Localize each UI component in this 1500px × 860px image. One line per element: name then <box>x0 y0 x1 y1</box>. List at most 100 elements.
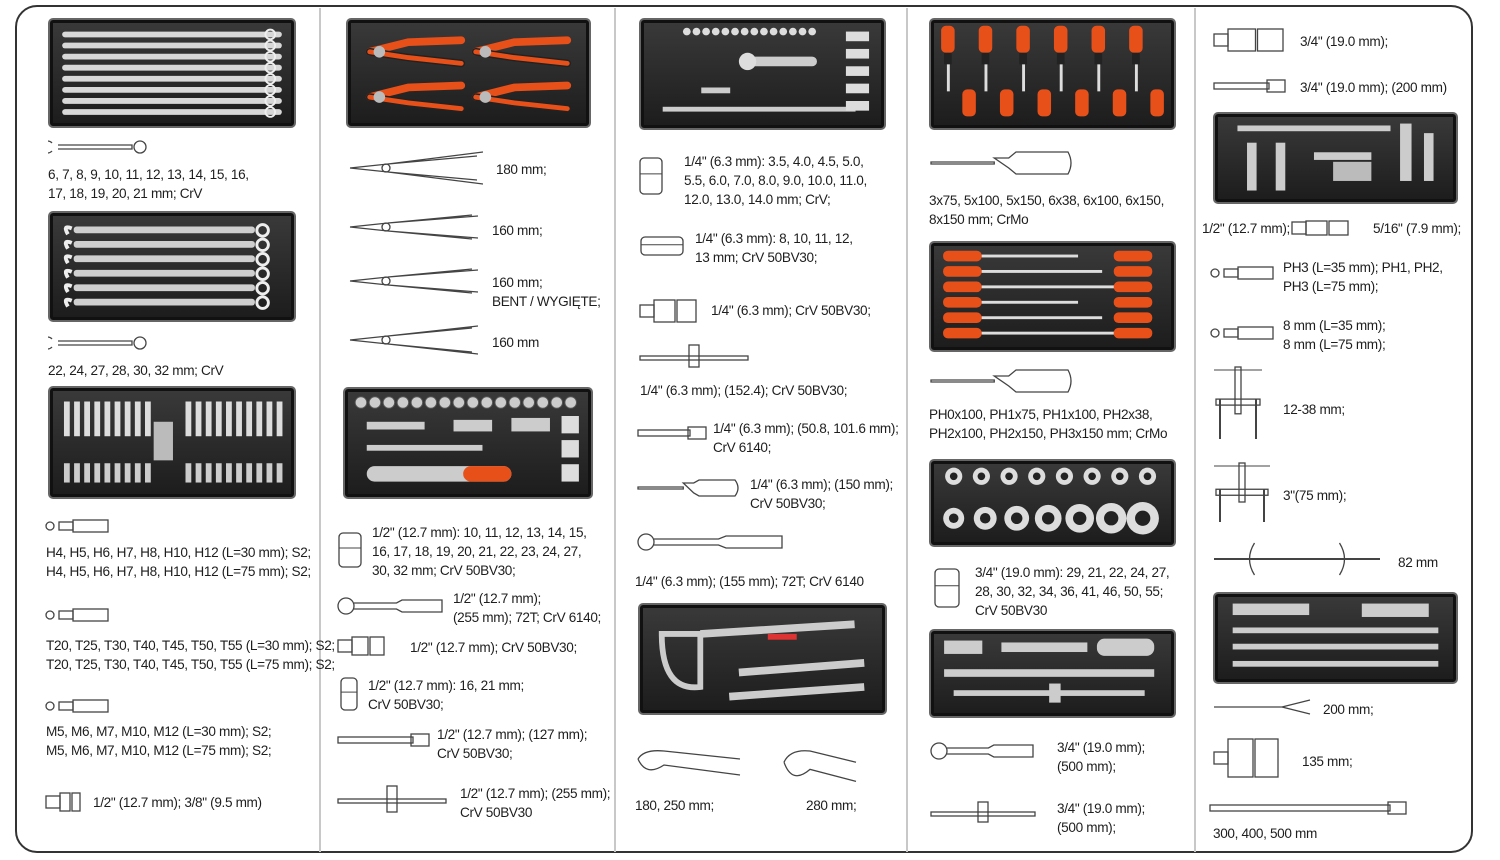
spec-line: 1/2" (12.7 mm); <box>1202 221 1290 236</box>
spec-line: PH0x100, PH1x75, PH1x100, PH2x38, <box>929 407 1153 422</box>
spec-text-c5-fork: 200 mm; <box>1323 700 1374 719</box>
spline-bit-icon <box>45 697 110 715</box>
spec-line: 3/4" (19.0 mm): 29, 21, 22, 24, 27, <box>975 565 1170 580</box>
spec-text-c5-puller-b: 3"(75 mm); <box>1283 486 1347 505</box>
spec-text-c3-sockets: 1/4" (6.3 mm): 3.5, 4.0, 4.5, 5.0,5.5, 6… <box>684 152 867 209</box>
spec-line: 1/4" (6.3 mm); CrV 50BV30; <box>711 303 871 318</box>
locking-pliers-tray <box>638 603 887 715</box>
three-quarter-socket-tray <box>929 459 1176 547</box>
spec-line: PH2x100, PH2x150, PH3x150 mm; CrMo <box>929 426 1168 441</box>
t-bar-icon <box>638 343 750 369</box>
bit-holder-icon <box>1290 218 1352 238</box>
spec-text-c3-tbar: 1/4" (6.3 mm); (152.4); CrV 50BV30; <box>640 381 848 400</box>
spec-line: 3/4" (19.0 mm); (200 mm) <box>1300 80 1447 95</box>
spec-line: 1/2" (12.7 mm); (127 mm); <box>437 727 588 742</box>
spec-text-c5-ujoint: 3/4" (19.0 mm); <box>1300 32 1388 51</box>
wrench-icon <box>48 138 148 156</box>
spec-line: 200 mm; <box>1323 702 1374 717</box>
spec-text-c3-ujoint: 1/4" (6.3 mm); CrV 50BV30; <box>711 301 871 320</box>
spec-line: CrV 50BV30; <box>368 697 444 712</box>
spec-line: 1/2" (12.7 mm); CrV 50BV30; <box>410 640 577 655</box>
spec-line: 17, 18, 19, 20, 21 mm; CrV <box>48 186 203 201</box>
spec-text-c3-lock-b: 280 mm; <box>806 796 857 815</box>
spec-line: 3/4" (19.0 mm); <box>1057 740 1145 755</box>
wrench-tray-large <box>48 211 296 322</box>
ratchet-icon <box>636 530 786 554</box>
wrench-tray <box>48 18 296 128</box>
spec-text-c5-separator: 135 mm; <box>1302 752 1353 771</box>
puller-icon <box>1212 364 1264 442</box>
spec-line: 12.0, 13.0, 14.0 mm; CrV; <box>684 192 831 207</box>
pliers-icon <box>348 212 478 242</box>
u-joint-icon <box>1212 26 1287 54</box>
spec-line: PH3 (L=35 mm); PH1, PH2, <box>1283 260 1443 275</box>
spec-line: 30, 32 mm; CrV 50BV30; <box>372 563 516 578</box>
spec-text-c5-pry: 300, 400, 500 mm <box>1213 824 1317 843</box>
phillips-screwdriver-tray <box>929 241 1176 352</box>
locking-pliers-icon <box>634 743 744 783</box>
spec-line: 8 mm (L=35 mm); <box>1283 318 1386 333</box>
t-bar-icon <box>336 784 448 814</box>
wrench-icon <box>48 334 148 352</box>
spec-line: 300, 400, 500 mm <box>1213 826 1317 841</box>
spec-line: 12-38 mm; <box>1283 402 1345 417</box>
extension-bar-icon <box>636 424 708 442</box>
spec-text-c1-spline-bits: M5, M6, M7, M10, M12 (L=30 mm); S2;M5, M… <box>46 722 272 760</box>
spec-line: T20, T25, T30, T40, T45, T50, T55 (L=75 … <box>46 657 335 672</box>
c-clamp-pliers-icon <box>780 743 860 791</box>
spec-text-c4-sockets: 3/4" (19.0 mm): 29, 21, 22, 24, 27, 28, 3… <box>975 563 1170 620</box>
spec-line: 1/4" (6.3 mm); (150 mm); <box>750 477 893 492</box>
u-joint-icon <box>638 297 700 325</box>
hex-bit-icon <box>45 517 110 535</box>
spec-line: 8x150 mm; CrMo <box>929 212 1029 227</box>
socket-icon <box>932 566 962 610</box>
spec-text-c3-ext: 1/4" (6.3 mm); (50.8, 101.6 mm);CrV 6140… <box>713 419 899 457</box>
spec-line: 5.5, 6.0, 7.0, 8.0, 9.0, 10.0, 11.0, <box>684 173 867 188</box>
bit-tray <box>48 386 296 499</box>
spec-line: PH3 (L=75 mm); <box>1283 279 1379 294</box>
spec-line: CrV 50BV30; <box>750 496 826 511</box>
spec-line: 1/4" (6.3 mm): 8, 10, 11, 12, <box>695 231 853 246</box>
spec-line: 6, 7, 8, 9, 10, 11, 12, 13, 14, 15, 16, <box>48 167 249 182</box>
spec-text-c2-ext: 1/2" (12.7 mm); (127 mm);CrV 50BV30; <box>437 725 588 763</box>
spec-line: CrV 50BV30 <box>460 805 533 820</box>
column-divider <box>906 8 908 852</box>
spec-text-c2-ratchet: 1/2" (12.7 mm);(255 mm); 72T; CrV 6140; <box>453 589 601 627</box>
spec-line: H4, H5, H6, H7, H8, H10, H12 (L=75 mm); … <box>46 564 311 579</box>
spec-line: H4, H5, H6, H7, H8, H10, H12 (L=30 mm); … <box>46 545 311 560</box>
spec-text-c1-adapter: 1/2" (12.7 mm); 3/8" (9.5 mm) <box>93 793 262 812</box>
pliers-icon <box>348 148 483 188</box>
u-joint-icon <box>336 634 388 658</box>
spec-line: 28, 30, 32, 34, 36, 41, 46, 50, 55; <box>975 584 1164 599</box>
spec-line: CrV 50BV30 <box>975 603 1048 618</box>
spec-line: 1/2" (12.7 mm): 16, 21 mm; <box>368 678 524 693</box>
spec-line: 1/2" (12.7 mm); 3/8" (9.5 mm) <box>93 795 262 810</box>
half-inch-socket-tray <box>343 387 593 499</box>
lever-tray <box>1213 592 1458 684</box>
spec-text-c5-bit-holder-b: 5/16" (7.9 mm); <box>1373 219 1461 238</box>
socket-icon <box>637 155 665 197</box>
extension-bar-icon <box>1212 76 1287 96</box>
ball-joint-separator-icon <box>1212 736 1282 780</box>
spec-line: CrV 6140; <box>713 440 772 455</box>
spec-line: BENT / WYGIĘTE; <box>492 294 601 309</box>
spec-line: (500 mm); <box>1057 759 1116 774</box>
spec-text-c5-spring: 82 mm <box>1398 553 1438 572</box>
spec-line: 160 mm; <box>492 275 543 290</box>
spec-line: 160 mm <box>492 335 540 350</box>
catalog-frame <box>15 5 1473 853</box>
spec-line: 3"(75 mm); <box>1283 488 1347 503</box>
spec-text-c4-flat: 3x75, 5x100, 5x150, 6x38, 6x100, 6x150, 8… <box>929 191 1164 229</box>
spec-text-c5-puller-a: 12-38 mm; <box>1283 400 1345 419</box>
spinner-handle-icon <box>636 478 741 498</box>
spec-line: 1/4" (6.3 mm); (155 mm); 72T; CrV 6140 <box>635 574 864 589</box>
column-divider <box>1194 8 1196 852</box>
spec-line: 3x75, 5x100, 5x150, 6x38, 6x100, 6x150, <box>929 193 1165 208</box>
spec-line: 160 mm; <box>492 223 543 238</box>
spec-text-c3-deep: 1/4" (6.3 mm): 8, 10, 11, 12,13 mm; CrV … <box>695 229 853 267</box>
fork-icon <box>1212 696 1312 718</box>
spec-line: (255 mm); 72T; CrV 6140; <box>453 610 601 625</box>
spec-text-c1-wrench-a: 6, 7, 8, 9, 10, 11, 12, 13, 14, 15, 16, 1… <box>48 165 249 203</box>
flat-bit-icon <box>1210 324 1275 342</box>
spec-text-c3-lock-a: 180, 250 mm; <box>635 796 714 815</box>
